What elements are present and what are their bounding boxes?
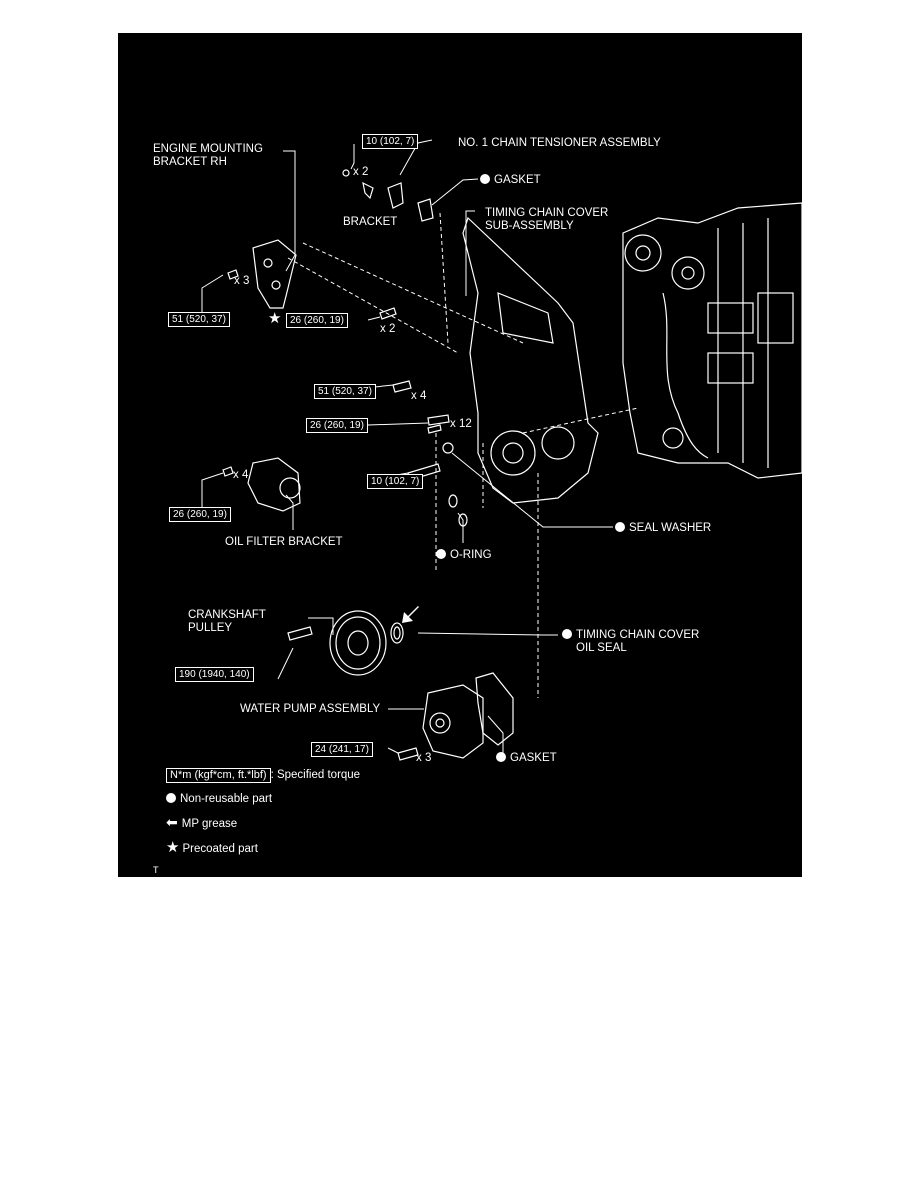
mult-tensioner: x 2 [353,166,369,178]
precoated-star-icon: ★ [268,310,282,327]
nonreusable-dot-icon [480,174,490,184]
label-water-pump: WATER PUMP ASSEMBLY [240,703,381,715]
crankshaft-pulley-shape [329,610,404,676]
mult-cover-x4: x 4 [411,390,427,402]
label-gasket-top: GASKET [480,174,541,187]
label-timing-chain-cover-oil-seal: TIMING CHAIN COVER OIL SEAL [562,629,699,655]
torque-cover-x12: 26 (260, 19) [306,418,368,433]
label-engine-mounting-bracket: ENGINE MOUNTING BRACKET RH [153,143,263,168]
nonreusable-dot-icon [562,629,572,639]
timing-chain-cover-shape [462,216,599,504]
label-crankshaft-pulley: CRANKSHAFT PULLEY [188,609,266,634]
label-oil-filter-bracket: OIL FILTER BRACKET [225,536,343,548]
legend-torque-text: : Specified torque [270,769,361,781]
torque-cover-long: 10 (102, 7) [367,474,424,489]
mp-grease-arrow-mark [402,606,419,623]
water-pump-shape [422,672,514,759]
legend-nonreusable: Non-reusable part [166,793,360,806]
nonreusable-dot-icon [615,522,625,532]
diagram-drawing [201,139,802,761]
legend-precoated: ★Precoated part [166,839,258,856]
nonreusable-dot-icon [496,752,506,762]
label-bracket: BRACKET [343,216,398,228]
mult-oil-filter: x 4 [233,469,249,481]
label-gasket-bottom: GASKET [496,752,557,765]
label-seal-washer: SEAL WASHER [615,522,711,535]
corner-code: T [153,865,159,875]
label-timing-chain-cover: TIMING CHAIN COVER SUB-ASSEMBLY [485,207,609,232]
torque-water-pump: 24 (241, 17) [311,742,373,757]
legend: N*m (kgf*cm, ft.*lbf): Specified torque … [166,768,360,855]
torque-tensioner-bolt: 10 (102, 7) [362,134,419,149]
torque-crank-pulley: 190 (1940, 140) [175,667,254,682]
precoated-star-icon: ★ [166,839,180,856]
oil-filter-bracket-shape [247,457,301,512]
exploded-parts-diagram: ENGINE MOUNTING BRACKET RH 10 (102, 7) N… [118,33,802,877]
torque-mount-bracket: 51 (520, 37) [168,312,230,327]
mult-cover-x12: x 12 [450,418,472,430]
mult-mount: x 3 [234,275,250,287]
engine-mount-bracket-shape [227,239,297,309]
mult-water-pump: x 3 [416,752,432,764]
mp-grease-arrow-icon: ⬅ [166,814,178,830]
torque-oil-filter: 26 (260, 19) [169,507,231,522]
legend-torque: N*m (kgf*cm, ft.*lbf): Specified torque [166,768,360,783]
legend-torque-box: N*m (kgf*cm, ft.*lbf) [166,768,271,783]
label-chain-tensioner: NO. 1 CHAIN TENSIONER ASSEMBLY [458,137,661,149]
tensioner-parts [342,169,434,222]
engine-block-outline [622,202,802,479]
nonreusable-dot-icon [436,549,446,559]
precoated-torque-group: ★ [268,310,284,327]
seal-washer-orings [442,442,468,527]
legend-grease: ⬅MP grease [166,814,238,830]
bolt-shapes [222,307,450,761]
dashed-alignment-lines [287,212,639,698]
torque-cover-x4: 51 (520, 37) [314,384,376,399]
label-o-ring: O-RING [436,549,492,562]
torque-cover-precoated: 26 (260, 19) [286,313,348,328]
mult-precoated: x 2 [380,323,396,335]
nonreusable-dot-icon [166,793,176,803]
leader-lines [201,139,613,758]
